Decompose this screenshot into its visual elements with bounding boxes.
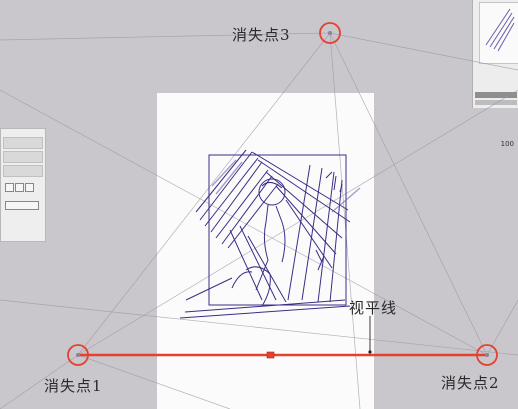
tool-icon[interactable] [5,183,14,192]
vanishing-point-3-marker [319,22,341,44]
horizon-line-label: 视平线 [349,299,398,317]
brush-opacity-slider[interactable] [3,151,43,163]
vanishing-point-2-label: 消失点2 [441,374,500,392]
vanishing-point-3-handle[interactable] [320,23,340,43]
navigator-rotate-slider[interactable] [475,100,517,105]
horizon-line-drag-handle[interactable] [265,350,276,360]
navigator-panel [472,0,518,108]
vanishing-point-2-marker [476,344,498,366]
brush-size-value: 100 [500,140,514,148]
vanishing-point-1-marker [67,344,89,366]
navigator-zoom-slider[interactable] [475,92,517,98]
thumbnail-sketch [485,8,515,52]
vanishing-point-1-handle[interactable] [68,345,88,365]
vanishing-point-1-label: 消失点1 [44,377,103,395]
brush-settings-row[interactable] [3,165,43,177]
tool-icon[interactable] [25,183,34,192]
navigator-thumbnail[interactable] [479,2,518,64]
layer-slot[interactable] [5,201,39,210]
brush-size-slider[interactable] [3,137,43,149]
vanishing-point-2-handle[interactable] [477,345,497,365]
tool-icon[interactable] [15,183,24,192]
vanishing-point-3-label: 消失点3 [232,26,291,44]
character-sketch [179,149,351,319]
tool-panel [0,128,46,242]
horizon-line-handle [266,351,275,359]
